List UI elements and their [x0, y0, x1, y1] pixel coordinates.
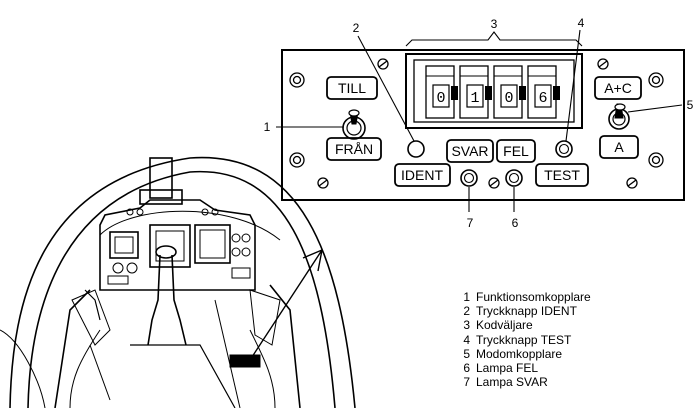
legend-number: 4: [463, 332, 470, 347]
callout-3: 3: [491, 17, 498, 31]
cockpit-illustration: [0, 156, 356, 408]
legend-item: 1 Funktionsomkopplare: [460, 290, 591, 304]
code-selector: [405, 53, 583, 129]
a-label-box: [599, 135, 639, 159]
legend-item: 2 Tryckknapp IDENT: [460, 304, 591, 318]
ident-label: IDENT: [401, 167, 443, 183]
legend-item: 7 Lampa SVAR: [460, 375, 591, 389]
legend-item: 6 Lampa FEL: [460, 361, 591, 375]
svar-label-box: [446, 139, 494, 163]
legend-text: Lampa FEL: [476, 361, 539, 376]
legend-text: Kodväljare: [476, 318, 533, 333]
legend-number: 1: [463, 290, 470, 304]
legend-number: 5: [463, 346, 470, 361]
legend: 1 Funktionsomkopplare 2 Tryckknapp IDENT 3…: [460, 290, 591, 389]
legend-text: Lampa SVAR: [476, 375, 548, 390]
ident-button[interactable]: [407, 140, 425, 158]
test-label: TEST: [544, 167, 580, 183]
legend-item: 3 Kodväljare: [460, 318, 591, 332]
fel-lamp: [505, 169, 523, 187]
svar-lamp: [460, 169, 478, 187]
test-button[interactable]: [555, 140, 573, 158]
transponder-panel: [281, 49, 685, 201]
legend-text: Tryckknapp IDENT: [476, 304, 577, 319]
panel-screws: [289, 58, 664, 189]
mode-switch[interactable]: [608, 103, 630, 130]
a-plus-c-label: A+C: [604, 80, 632, 96]
legend-number: 7: [463, 375, 470, 390]
fel-label: FEL: [503, 143, 529, 159]
test-label-box: [535, 163, 589, 187]
a-plus-c-label-box: [594, 76, 642, 100]
function-switch[interactable]: [342, 109, 366, 140]
callout-leaders: [276, 29, 683, 212]
till-label-box: [326, 76, 378, 100]
fran-label: FRÅN: [335, 141, 373, 157]
a-label: A: [614, 139, 624, 155]
callout-1: 1: [264, 120, 271, 134]
legend-text: Funktionsomkopplare: [476, 290, 591, 304]
ident-label-box: [394, 163, 451, 187]
till-label: TILL: [338, 80, 366, 96]
legend-text: Modomkopplare: [476, 346, 563, 361]
callout-7: 7: [467, 216, 474, 230]
fel-label-box: [496, 139, 536, 163]
svar-label: SVAR: [451, 143, 488, 159]
code-digit-4: 6: [538, 90, 547, 107]
code-digit-2: 1: [470, 90, 479, 107]
legend-text: Tryckknapp TEST: [476, 332, 572, 347]
legend-number: 6: [463, 361, 470, 376]
legend-number: 2: [463, 304, 470, 319]
code-digit-3: 0: [504, 90, 513, 107]
callout-5: 5: [687, 98, 694, 112]
code-digit-1: 0: [436, 90, 445, 107]
callout-4: 4: [578, 16, 585, 30]
legend-number: 3: [463, 318, 470, 333]
callout-6: 6: [512, 216, 519, 230]
callout-2: 2: [353, 21, 360, 35]
legend-item: 4 Tryckknapp TEST: [460, 333, 591, 347]
legend-item: 5 Modomkopplare: [460, 347, 591, 361]
fran-label-box: [326, 137, 382, 161]
